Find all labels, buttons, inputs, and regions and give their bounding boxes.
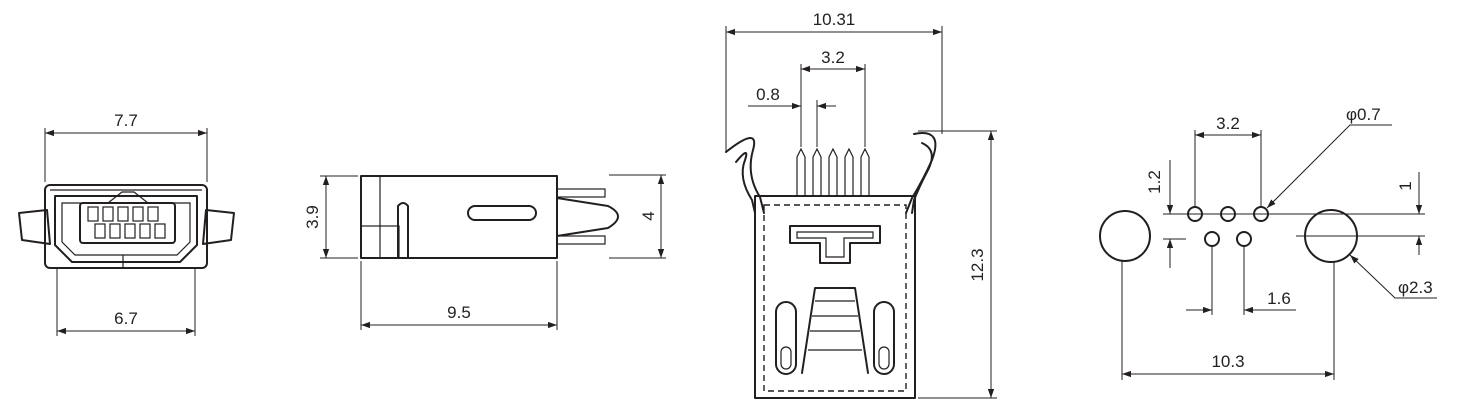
footprint-view: 3.2 1.2 1 1.6 10.3 φ0.7 φ2.3 (1099, 105, 1437, 380)
front-view: 7.7 6.7 (18, 111, 235, 336)
footprint-holes (1187, 206, 1269, 247)
top-pins (796, 147, 870, 196)
dim-fp-1: 1 (1396, 181, 1415, 190)
dim-side-4: 4 (639, 211, 658, 220)
dim-side-9-5: 9.5 (447, 303, 471, 322)
dim-fp-1-6: 1.6 (1267, 289, 1291, 308)
front-contacts (87, 206, 166, 239)
dim-fp-phi-0-7: φ0.7 (1346, 105, 1381, 124)
dim-fp-phi-2-3: φ2.3 (1398, 278, 1433, 297)
dim-fp-10-3: 10.3 (1211, 352, 1244, 371)
dim-top-0-8: 0.8 (756, 85, 780, 104)
dim-fp-3-2: 3.2 (1216, 114, 1240, 133)
dim-top-12-3: 12.3 (968, 248, 987, 281)
dim-fp-1-2: 1.2 (1145, 170, 1164, 194)
dim-top-3-2: 3.2 (821, 48, 845, 67)
dim-side-3-9: 3.9 (303, 205, 322, 229)
top-view: 10.31 3.2 0.8 12.3 (725, 10, 997, 399)
side-view: 3.9 4 9.5 (303, 174, 666, 330)
dim-top-10-31: 10.31 (813, 10, 856, 29)
dim-front-6-7: 6.7 (114, 309, 138, 328)
dim-front-7-7: 7.7 (114, 111, 138, 130)
